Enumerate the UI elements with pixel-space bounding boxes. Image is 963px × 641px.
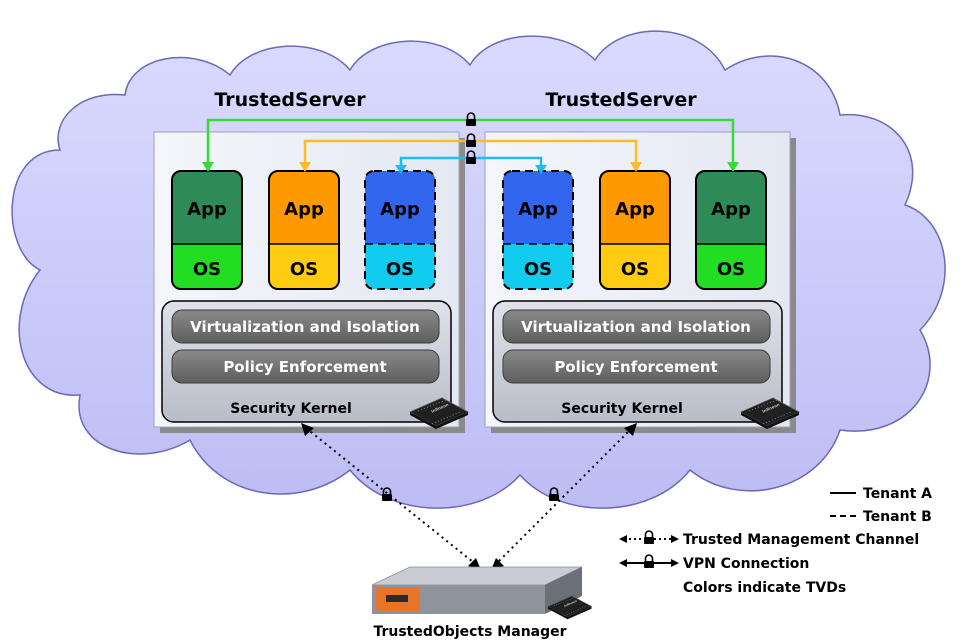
lock-icon bbox=[643, 554, 655, 569]
appliance-top bbox=[371, 566, 583, 586]
app-block bbox=[600, 171, 670, 244]
kernel-layer-label: Virtualization and Isolation bbox=[190, 318, 420, 336]
kernel-layer-bar bbox=[171, 309, 440, 344]
kernel-layer-bar bbox=[502, 309, 771, 344]
vpn-arrow-cyan-left bbox=[395, 165, 407, 174]
legend-arrowhead bbox=[671, 559, 679, 567]
manager-appliance: TrustedObjects Manager bbox=[371, 566, 592, 640]
management-channel-left bbox=[305, 427, 479, 567]
kernel-layer-label: Policy Enforcement bbox=[223, 358, 386, 376]
app-label: App bbox=[518, 199, 558, 220]
trusted-server: TrustedServerAppOSAppOSAppOSVirtualizati… bbox=[484, 89, 800, 433]
app-label: App bbox=[187, 199, 227, 220]
kernel-label: Security Kernel bbox=[561, 401, 683, 417]
os-label: OS bbox=[290, 259, 318, 280]
legend-arrowhead bbox=[619, 559, 627, 567]
legend-arrowhead bbox=[671, 535, 679, 543]
vpn-arrow-green-right bbox=[727, 162, 739, 172]
cloud-background bbox=[11, 30, 946, 509]
legend: Tenant A Tenant B Trusted Management Cha… bbox=[619, 486, 932, 596]
appliance-side bbox=[545, 567, 582, 614]
vpn-arrow-orange-left bbox=[299, 162, 311, 172]
app-block bbox=[365, 171, 435, 244]
legend-tenant-a: Tenant A bbox=[863, 486, 932, 502]
app-block bbox=[696, 171, 766, 244]
app-label: App bbox=[380, 199, 420, 220]
vm-outline bbox=[268, 170, 340, 290]
os-label: OS bbox=[717, 259, 745, 280]
vm-outline bbox=[502, 170, 574, 290]
os-label: OS bbox=[524, 259, 552, 280]
manager-label: TrustedObjects Manager bbox=[373, 624, 566, 640]
legend-trusted-channel: Trusted Management Channel bbox=[683, 532, 919, 548]
kernel-layer-label: Policy Enforcement bbox=[554, 358, 717, 376]
vm-outline bbox=[695, 170, 767, 290]
vm-outline bbox=[599, 170, 671, 290]
channel-arrowhead bbox=[624, 423, 637, 436]
legend-tenant-b: Tenant B bbox=[863, 509, 932, 525]
app-block bbox=[269, 171, 339, 244]
legend-colors-note: Colors indicate TVDs bbox=[683, 580, 846, 596]
vpn-arrow-cyan-right bbox=[535, 165, 547, 174]
app-block bbox=[503, 171, 573, 244]
trusted-server: TrustedServerAppOSAppOSAppOSVirtualizati… bbox=[153, 89, 469, 433]
app-label: App bbox=[284, 199, 324, 220]
appliance-display bbox=[386, 595, 408, 602]
channel-arrowhead bbox=[301, 423, 314, 436]
server-title: TrustedServer bbox=[214, 89, 366, 111]
app-label: App bbox=[711, 199, 751, 220]
kernel-label: Security Kernel bbox=[230, 401, 352, 417]
legend-vpn: VPN Connection bbox=[683, 556, 809, 572]
management-channel-right bbox=[493, 427, 633, 567]
vpn-arrow-orange-right bbox=[630, 162, 642, 172]
legend-arrowhead bbox=[619, 535, 627, 543]
kernel-layer-bar bbox=[171, 349, 440, 384]
lock-icon bbox=[643, 530, 655, 545]
os-label: OS bbox=[386, 259, 414, 280]
vpn-connections bbox=[202, 112, 739, 174]
kernel-layer-label: Virtualization and Isolation bbox=[521, 318, 751, 336]
app-label: App bbox=[615, 199, 655, 220]
os-label: OS bbox=[193, 259, 221, 280]
vm-outline bbox=[171, 170, 243, 290]
os-label: OS bbox=[621, 259, 649, 280]
app-block bbox=[172, 171, 242, 244]
server-title: TrustedServer bbox=[545, 89, 697, 111]
vpn-arrow-green-left bbox=[202, 162, 214, 172]
kernel-layer-bar bbox=[502, 349, 771, 384]
